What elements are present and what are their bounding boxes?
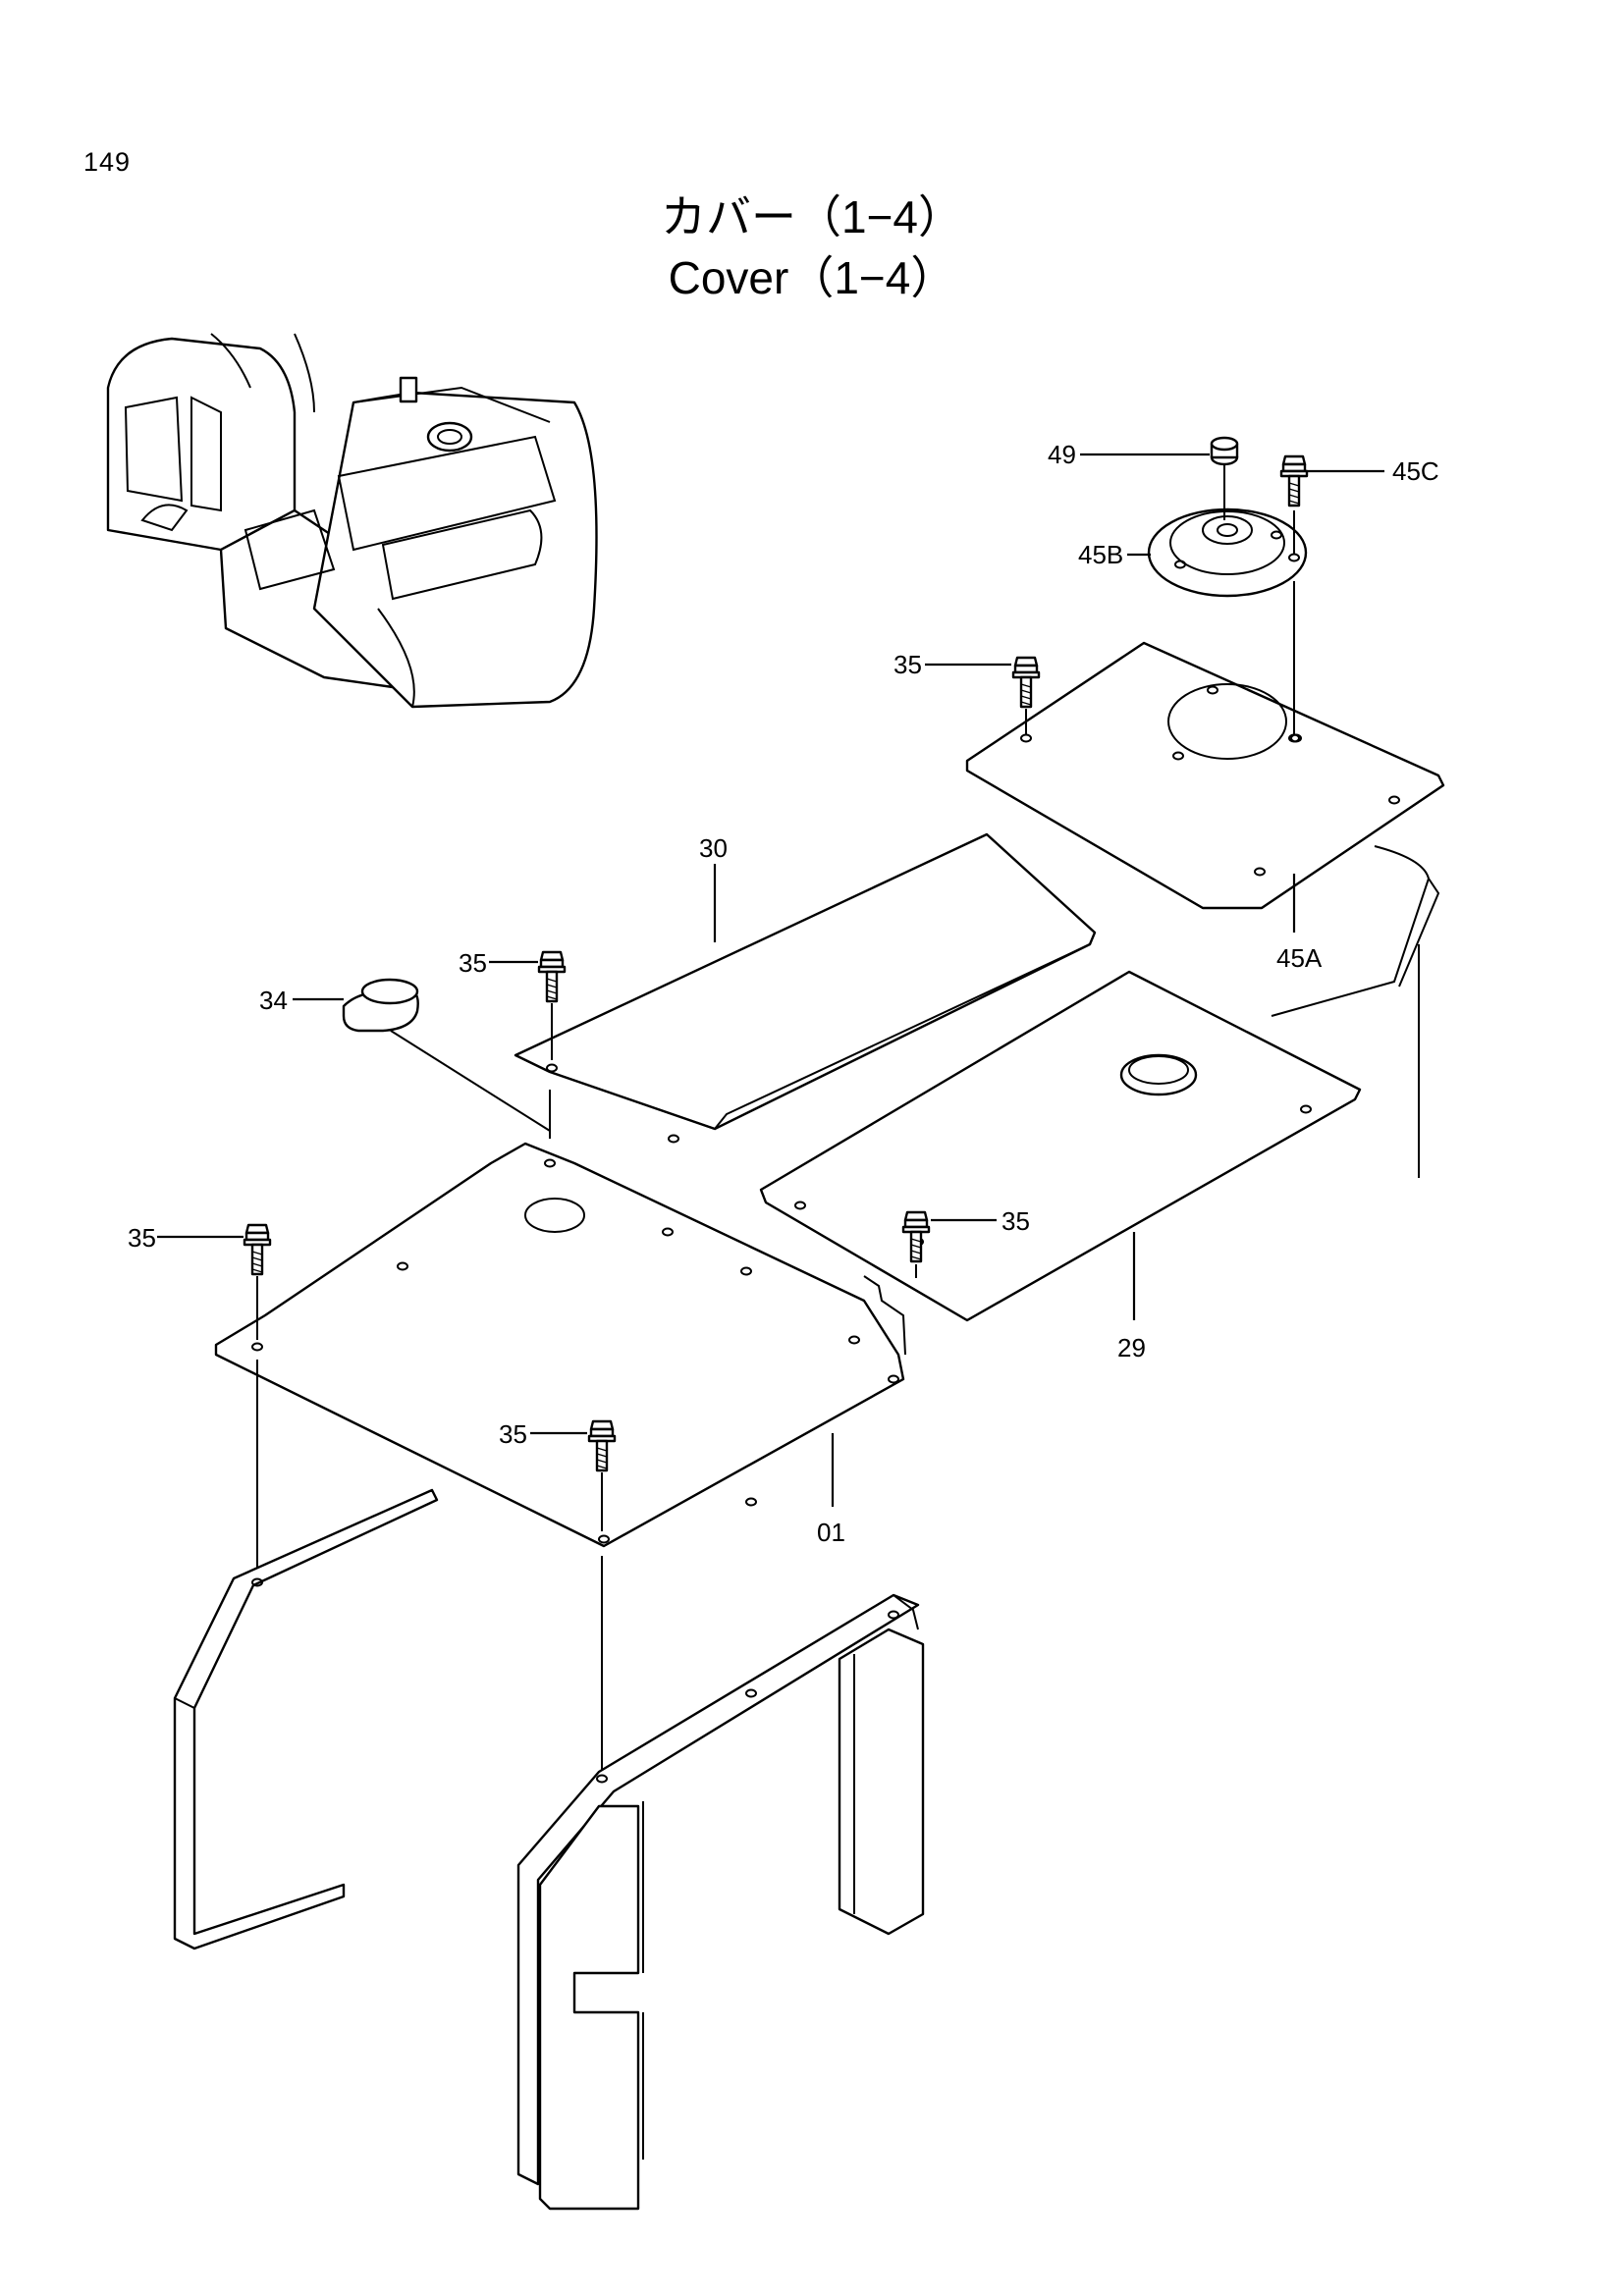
callout-49: 49 — [1048, 440, 1076, 469]
callout-30: 30 — [699, 833, 728, 863]
support-frame — [173, 1360, 925, 2211]
callout-45B: 45B — [1078, 540, 1123, 569]
bolt-45C — [1279, 454, 1309, 507]
callout-35-panel-01-left: 35 — [128, 1223, 156, 1253]
knob-34 — [342, 978, 551, 1139]
cover-panel-01 — [214, 1142, 906, 1548]
callout-45A: 45A — [1276, 943, 1323, 973]
bolt-35-panel-30 — [537, 950, 567, 1003]
callout-45C: 45C — [1392, 456, 1439, 486]
callout-35-panel-01-front: 35 — [499, 1419, 527, 1449]
bolt-35-panel-45A — [1011, 656, 1041, 709]
bolt-35-panel-01-left — [243, 1223, 272, 1276]
callout-01: 01 — [817, 1518, 845, 1547]
callout-35-panel-29: 35 — [1001, 1206, 1030, 1236]
cover-panel-45A — [965, 641, 1445, 910]
cover-panel-30 — [514, 832, 1097, 1144]
callout-34: 34 — [259, 986, 288, 1015]
page-title-japanese: カバー（1−4） — [660, 191, 964, 242]
grommet-49 — [1210, 436, 1239, 520]
page-number: 149 — [83, 147, 132, 177]
callout-35-panel-45A: 35 — [893, 650, 922, 679]
callout-35-panel-30: 35 — [459, 948, 487, 978]
callout-29: 29 — [1117, 1333, 1146, 1362]
page-title-english: Cover（1−4） — [668, 252, 956, 303]
machine-overview-inset — [106, 333, 598, 709]
cover-disc-45B — [1147, 507, 1308, 598]
leader-lines — [157, 453, 1384, 1507]
